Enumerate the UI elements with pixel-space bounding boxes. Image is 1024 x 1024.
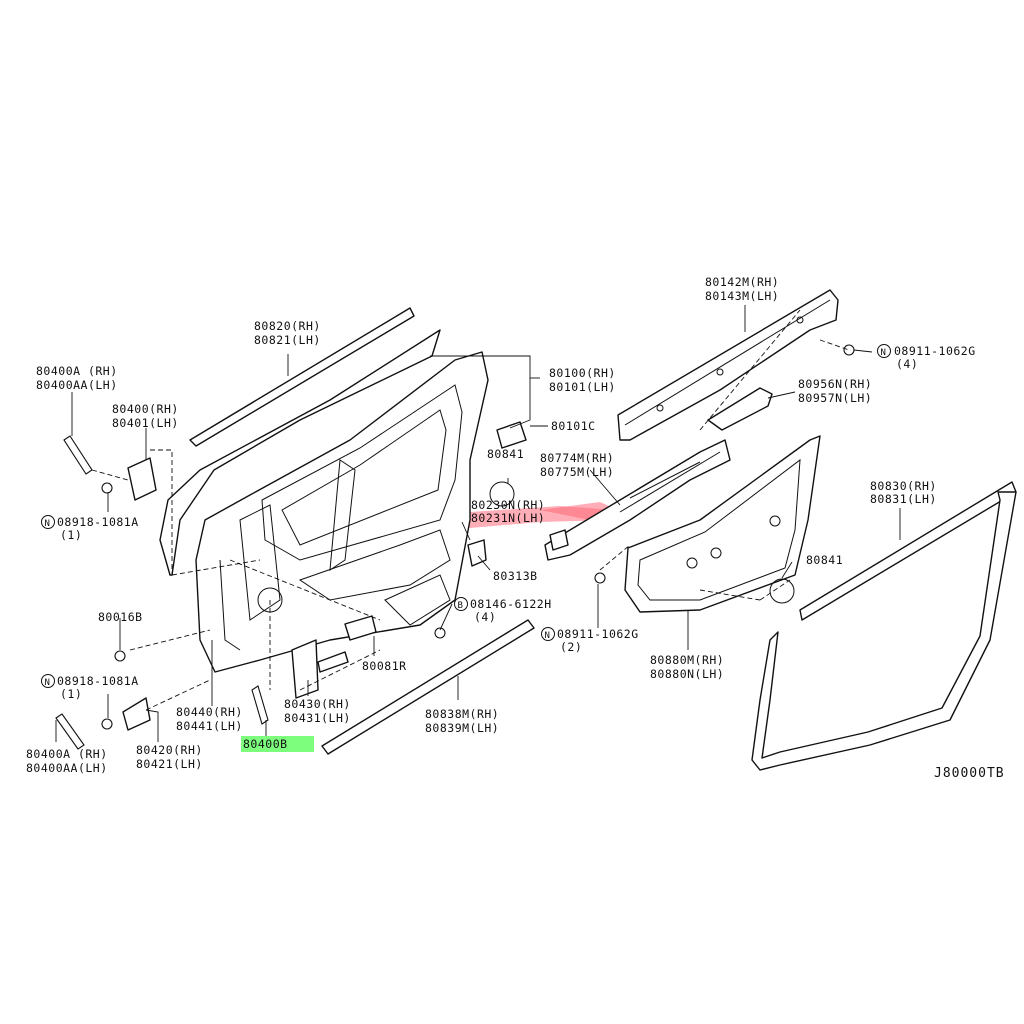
label-80440: 80440(RH): [176, 705, 243, 719]
door-outer-panel: [159, 329, 441, 576]
n-mark-icon: [541, 627, 555, 641]
label-80400: 80400(RH): [112, 402, 179, 416]
bracket-80956N: [707, 387, 773, 431]
label-80400AA-top: 80400AA(LH): [36, 378, 118, 392]
label-80839M: 80839M(LH): [425, 721, 499, 735]
door-inner-panel: [195, 351, 489, 673]
label-08146-qty: (4): [474, 610, 496, 624]
label-08911-top-qty: (4): [896, 357, 918, 371]
label-80400B: 80400B: [243, 737, 288, 751]
label-80838M: 80838M(RH): [425, 707, 499, 721]
label-08918-bot-qty: (1): [60, 687, 82, 701]
label-80841-a: 80841: [487, 447, 524, 461]
label-80313B: 80313B: [493, 569, 538, 583]
sash-moulding: [189, 307, 415, 447]
label-80830: 80830(RH): [870, 479, 937, 493]
n-mark-letter: N: [45, 678, 51, 688]
label-80101: 80101(LH): [549, 380, 616, 394]
b-mark-icon: [454, 597, 468, 611]
plug-icon: [344, 421, 795, 641]
label-80880N: 80880N(LH): [650, 667, 724, 681]
label-80420: 80420(RH): [136, 743, 203, 757]
impact-beam: [544, 439, 731, 561]
label-80421: 80421(LH): [136, 757, 203, 771]
door-seal-80880M: [624, 435, 821, 613]
label-80956N: 80956N(RH): [798, 377, 872, 391]
label-80957N: 80957N(LH): [798, 391, 872, 405]
label-80231N: 80231N(LH): [471, 511, 545, 525]
label-80841-b: 80841: [806, 553, 843, 567]
door-check-icon: [291, 639, 349, 699]
leader-lines: [55, 305, 901, 742]
label-08918-top: 08918-1081A: [57, 515, 139, 529]
label-80143M: 80143M(LH): [705, 289, 779, 303]
label-80441: 80441(LH): [176, 719, 243, 733]
label-08918-bot: 08918-1081A: [57, 674, 139, 688]
diagram-code: J80000TB: [934, 766, 1005, 781]
label-80400AA-bot: 80400AA(LH): [26, 761, 108, 775]
label-08911-top: 08911-1062G: [894, 344, 976, 358]
assembly-lines: [91, 309, 850, 711]
n-mark-letter: N: [545, 631, 551, 641]
label-80401: 80401(LH): [112, 416, 179, 430]
label-80142M: 80142M(RH): [705, 275, 779, 289]
label-08146: 08146-6122H: [470, 597, 552, 611]
n-mark-letter: N: [881, 348, 887, 358]
label-80820: 80820(RH): [254, 319, 321, 333]
n-mark-icon: [41, 674, 55, 688]
hinge-icon: [122, 457, 157, 731]
n-mark-icon: [877, 344, 891, 358]
label-80430: 80430(RH): [284, 697, 351, 711]
label-80880M: 80880M(RH): [650, 653, 724, 667]
b-mark-letter: B: [458, 601, 464, 611]
label-80081R: 80081R: [362, 659, 407, 673]
nut-icon: [101, 344, 855, 730]
label-08911-bot: 08911-1062G: [557, 627, 639, 641]
label-80821: 80821(LH): [254, 333, 321, 347]
label-80775M: 80775M(LH): [540, 465, 614, 479]
highlight-box: [241, 736, 314, 752]
n-mark-letter: N: [45, 519, 51, 529]
label-80230N: 80230N(RH): [471, 498, 545, 512]
bolt-icon: [55, 435, 269, 750]
lower-moulding: [321, 619, 535, 755]
part-labels: 80820(RH) 80821(LH) 80400A (RH) 80400AA(…: [26, 275, 1005, 781]
label-08918-top-qty: (1): [60, 528, 82, 542]
label-80774M: 80774M(RH): [540, 451, 614, 465]
label-80400A-top: 80400A (RH): [36, 364, 118, 378]
label-80016B: 80016B: [98, 610, 143, 624]
label-08911-bot-qty: (2): [560, 640, 582, 654]
upper-reinforcement: [617, 289, 839, 441]
weatherstrip-80830: [751, 481, 1017, 771]
label-80431: 80431(LH): [284, 711, 351, 725]
n-mark-icon: [41, 515, 55, 529]
label-80100: 80100(RH): [549, 366, 616, 380]
label-80101C: 80101C: [551, 419, 596, 433]
label-80831: 80831(LH): [870, 492, 937, 506]
label-80400A-bot: 80400A (RH): [26, 747, 108, 761]
